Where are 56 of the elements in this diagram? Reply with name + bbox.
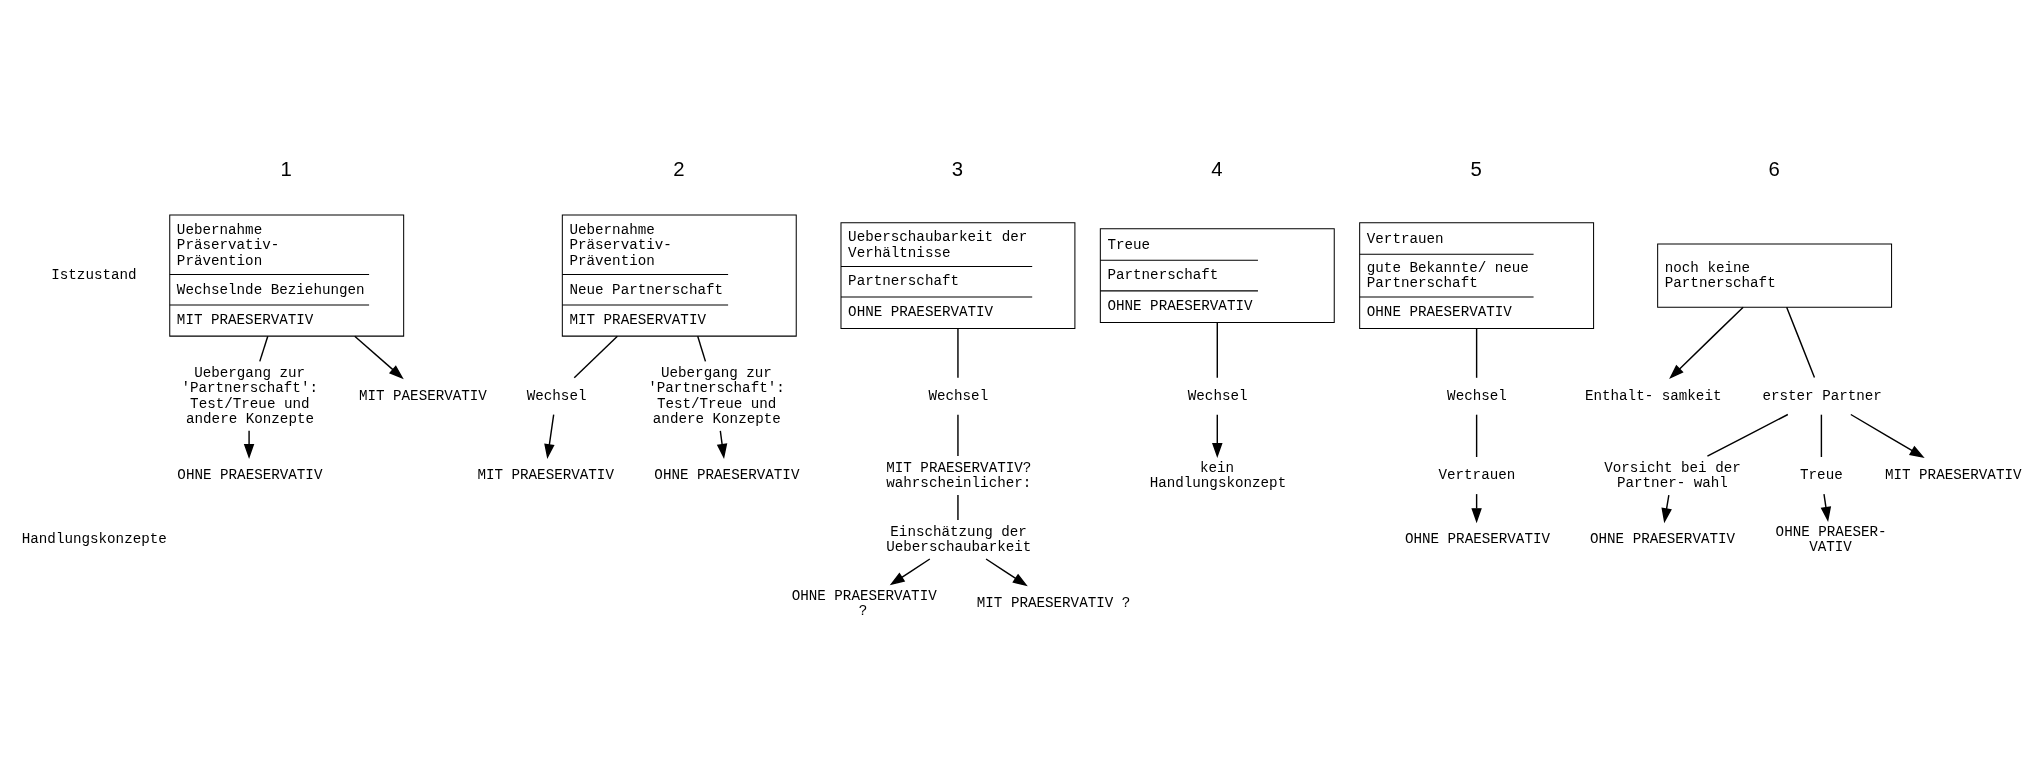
node-text: Vorsicht bei der Partner- wahl <box>1603 459 1741 491</box>
label: 5 <box>1470 158 1482 181</box>
connector <box>258 335 268 363</box>
connector <box>956 414 959 457</box>
arrow <box>1211 414 1223 459</box>
connector <box>696 335 706 363</box>
connector <box>1216 321 1218 379</box>
label: 6 <box>1768 158 1780 181</box>
label: 1 <box>280 158 292 181</box>
node-text: Wechsel <box>927 387 988 404</box>
node-box: noch keine Partnerschaft <box>1656 243 1892 308</box>
arrow <box>243 430 254 459</box>
arrow <box>889 558 931 586</box>
connector <box>1820 414 1822 458</box>
arrow <box>1668 306 1744 380</box>
node-text: Wechsel <box>1446 387 1507 404</box>
connector <box>1785 306 1815 379</box>
node-text: Wechsel <box>1187 387 1248 404</box>
node-text: Uebergang zur 'Partnerschaft': Test/Treue und andere Konzepte <box>180 365 318 427</box>
node-text: MIT PRAESERVATIV <box>1884 467 2021 484</box>
connector <box>956 494 959 521</box>
arrow <box>1820 493 1831 522</box>
node-text: Enthalt- samkeit <box>1584 387 1721 404</box>
arrow <box>1660 494 1672 524</box>
label: 3 <box>951 158 963 181</box>
node-text: OHNE PRAESERVATIV <box>653 467 799 484</box>
arrow <box>1849 413 1925 458</box>
arrow <box>543 414 555 460</box>
node-text: Treue <box>1799 467 1843 484</box>
node-text: Uebergang zur 'Partnerschaft': Test/Treue und andere Konzepte <box>647 365 785 427</box>
node-text: kein Handlungskonzept <box>1149 459 1286 491</box>
connector <box>956 327 959 379</box>
arrow <box>353 335 404 380</box>
connector <box>1475 414 1477 458</box>
node-text: MIT PRAESERVATIV <box>476 467 614 484</box>
node-text: MIT PAESERVATIV <box>358 387 487 404</box>
label: 4 <box>1210 158 1222 181</box>
connector <box>1475 327 1477 379</box>
label: Istzustand <box>50 267 137 284</box>
label: 2 <box>672 158 684 181</box>
node-text: OHNE PRAESERVATIV <box>176 467 322 484</box>
node-text: OHNE PRAESERVATIV <box>1404 531 1550 548</box>
node-text: erster Partner <box>1761 387 1882 404</box>
arrow <box>984 558 1028 587</box>
connector <box>1706 413 1789 457</box>
node-text: Wechsel <box>526 387 586 404</box>
node-text: OHNE PRAESERVATIV ? <box>791 587 937 619</box>
label: Handlungskonzepte <box>21 531 167 548</box>
node-text: MIT PRAESERVATIV? wahrscheinlicher: <box>885 459 1031 491</box>
connector <box>573 335 618 379</box>
node-text: OHNE PRAESER- VATIV <box>1775 523 1887 555</box>
node-text: Vertrauen <box>1437 467 1515 484</box>
arrow <box>716 430 727 459</box>
node-text: Einschätzung der Ueberschaubarkeit <box>885 523 1031 555</box>
node-text: MIT PRAESERVATIV ? <box>976 595 1130 612</box>
node-text: OHNE PRAESERVATIV <box>1589 531 1735 548</box>
